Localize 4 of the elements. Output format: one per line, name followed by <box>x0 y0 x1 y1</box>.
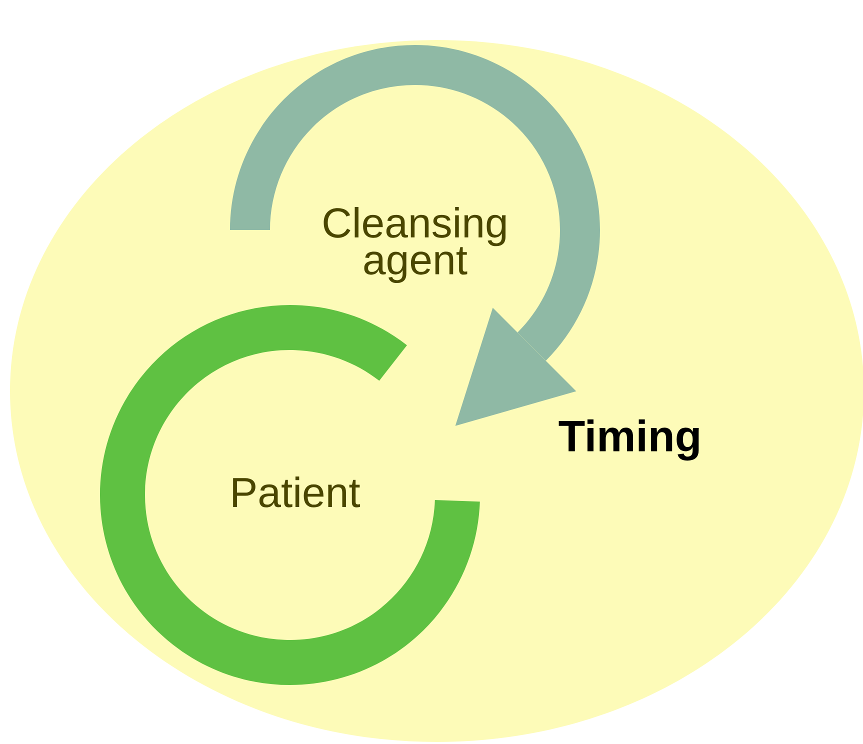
node-label: Timing <box>558 419 699 461</box>
node-label: Cleansing agent <box>324 206 506 283</box>
open-ring <box>100 304 480 685</box>
node-label: Patient <box>233 476 360 508</box>
